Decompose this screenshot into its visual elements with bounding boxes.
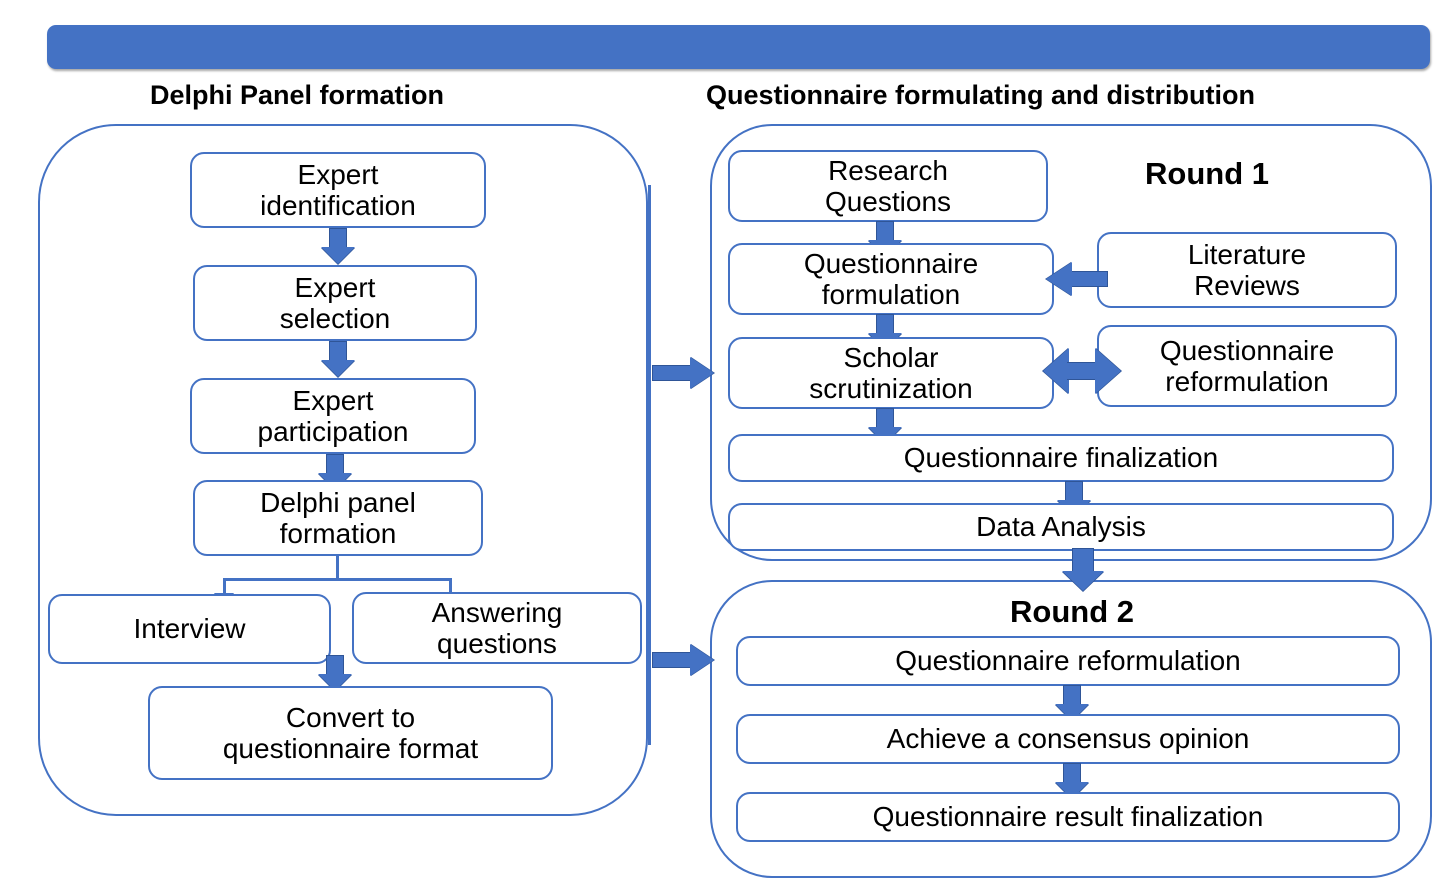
node-convert-to-questionnaire-format[interactable]: Convert to questionnaire format (148, 686, 553, 780)
node-label: Questionnaire finalization (903, 442, 1219, 474)
arrow-expert-selection-to-participation (321, 341, 355, 377)
node-questionnaire-formulation[interactable]: Questionnaire formulation (728, 243, 1054, 315)
node-answering-questions[interactable]: Answering questions (352, 592, 642, 664)
node-expert-participation[interactable]: Expert participation (190, 378, 476, 454)
node-expert-selection[interactable]: Expert selection (193, 265, 477, 341)
round-2-title: Round 2 (1010, 594, 1134, 629)
column-title-delphi-panel-formation: Delphi Panel formation (150, 80, 445, 110)
arrow-round-1-to-round-2 (1062, 548, 1104, 592)
arrow-panel-to-round-1 (652, 357, 714, 389)
node-label: Research Questions (824, 154, 952, 217)
node-label: Questionnaire reformulation (895, 645, 1241, 677)
node-questionnaire-reformulation-r2[interactable]: Questionnaire reformulation (736, 636, 1400, 686)
node-scholar-scrutinization[interactable]: Scholar scrutinization (728, 337, 1054, 409)
split-connector-bar (223, 578, 451, 581)
left-group-inner-rail (648, 185, 651, 745)
node-delphi-panel-formation[interactable]: Delphi panel formation (193, 480, 483, 556)
node-label: Questionnaire result finalization (872, 801, 1264, 833)
node-data-analysis[interactable]: Data Analysis (728, 503, 1394, 551)
node-label: Questionnaire formulation (803, 247, 979, 310)
node-questionnaire-reformulation[interactable]: Questionnaire reformulation (1097, 325, 1397, 407)
node-questionnaire-finalization[interactable]: Questionnaire finalization (728, 434, 1394, 482)
node-label: Interview (133, 613, 246, 645)
header-banner (47, 25, 1430, 69)
group-container-round-1 (710, 124, 1432, 561)
split-connector-right-drop (449, 578, 452, 596)
node-label: Data Analysis (976, 511, 1146, 543)
node-expert-identification[interactable]: Expert identification (190, 152, 486, 228)
node-questionnaire-result-finalization[interactable]: Questionnaire result finalization (736, 792, 1400, 842)
arrow-panel-to-round-2 (652, 644, 714, 676)
arrow-expert-identification-to-selection (321, 228, 355, 264)
node-label: Scholar scrutinization (809, 341, 973, 404)
node-label: Expert participation (257, 384, 409, 447)
node-label: Expert identification (260, 158, 416, 221)
node-label: Answering questions (431, 596, 563, 659)
node-literature-reviews[interactable]: Literature Reviews (1097, 232, 1397, 308)
group-container-delphi-panel (38, 124, 648, 816)
node-label: Literature Reviews (1187, 238, 1307, 301)
split-connector-stem (336, 556, 339, 580)
node-label: Questionnaire reformulation (1159, 334, 1335, 397)
arrow-literature-reviews-to-formulation (1046, 262, 1108, 296)
column-title-questionnaire-formulating: Questionnaire formulating and distributi… (706, 80, 1256, 110)
split-connector-left-drop (223, 578, 226, 596)
arrow-scrutinization-reformulation-bidirectional (1043, 348, 1121, 394)
round-1-title: Round 1 (1145, 156, 1269, 191)
node-label: Convert to questionnaire format (222, 701, 479, 764)
node-achieve-consensus-opinion[interactable]: Achieve a consensus opinion (736, 714, 1400, 764)
node-research-questions[interactable]: Research Questions (728, 150, 1048, 222)
node-interview[interactable]: Interview (48, 594, 331, 664)
node-label: Expert selection (279, 271, 391, 334)
node-label: Delphi panel formation (260, 486, 416, 549)
node-label: Achieve a consensus opinion (886, 723, 1250, 755)
